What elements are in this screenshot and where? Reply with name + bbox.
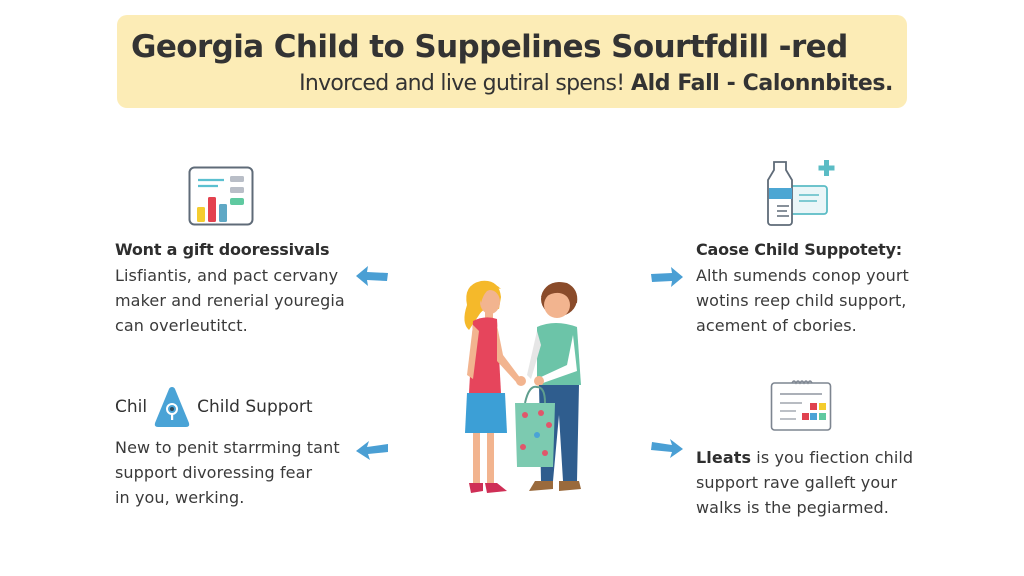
arrow-right-icon xyxy=(650,437,684,459)
section-heading: Child Support xyxy=(197,397,313,417)
section-top-right: Caose Child Suppotety: Alth sumends cono… xyxy=(696,240,909,338)
section-body: New to penit starrming tant support divo… xyxy=(115,435,340,510)
subtitle-light-text: Invorced and live gutiral spens! xyxy=(299,71,625,96)
arrow-right-icon xyxy=(650,266,684,288)
subtitle-bold-text: Ald Fall - Calonnbites. xyxy=(630,71,893,96)
body-line: New to penit starrming tant xyxy=(115,438,340,457)
body-line: support divoressing fear xyxy=(115,463,313,482)
chart-report-icon xyxy=(188,166,254,226)
body-line: Alth sumends conop yourt xyxy=(696,266,909,285)
section-heading: Caose Child Suppotety: xyxy=(696,240,902,259)
body-line: support rave galleft your xyxy=(696,473,898,492)
section-body: Alth sumends conop yourt wotins reep chi… xyxy=(696,263,909,338)
warning-triangle-icon xyxy=(153,385,191,429)
body-line: in you, werking. xyxy=(115,488,245,507)
body-line: can overleutitct. xyxy=(115,316,248,335)
body-line: maker and renerial youregia xyxy=(115,291,345,310)
body-line: wotins reep child support, xyxy=(696,291,907,310)
section-body: Lleats is you fiection child support rav… xyxy=(696,445,913,520)
page-subtitle: Invorced and live gutiral spens! Ald Fal… xyxy=(299,71,893,96)
arrow-left-icon xyxy=(355,439,389,461)
section-heading-row: Chil Child Support xyxy=(115,385,340,429)
page-title: Georgia Child to Suppelines Sourtfdill -… xyxy=(131,29,848,65)
section-bottom-right: Lleats is you fiection child support rav… xyxy=(696,445,913,520)
body-line-text: is you fiection child xyxy=(756,448,914,467)
header-banner: Georgia Child to Suppelines Sourtfdill -… xyxy=(117,15,907,108)
woman-and-boy-illustration xyxy=(455,275,595,500)
arrow-left-icon xyxy=(355,265,389,287)
body-line: walks is the pegiarmed. xyxy=(696,498,889,517)
body-line: acement of cbories. xyxy=(696,316,857,335)
section-heading: Wont a gift dooressivals xyxy=(115,240,330,259)
lead-word: Lleats xyxy=(696,448,752,467)
section-bottom-left: Chil Child Support New to penit starrmin… xyxy=(115,385,340,510)
calendar-icon xyxy=(770,378,832,432)
heading-prefix: Chil xyxy=(115,397,148,417)
section-body: Lisfiantis, and pact cervany maker and r… xyxy=(115,263,345,338)
body-line: Lisfiantis, and pact cervany xyxy=(115,266,339,285)
section-top-left: Wont a gift dooressivals Lisfiantis, and… xyxy=(115,240,345,338)
body-line: Lleats is you fiection child xyxy=(696,445,913,470)
medicine-bottle-icon xyxy=(765,158,840,228)
